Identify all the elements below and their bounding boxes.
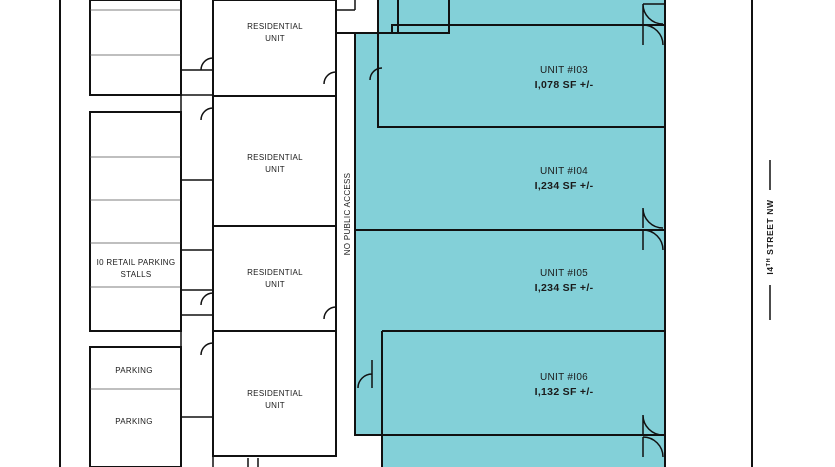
retail-units-fill bbox=[355, 0, 665, 467]
storefront-door bbox=[642, 414, 664, 436]
street-number: I4 bbox=[765, 266, 775, 274]
door-swing bbox=[369, 67, 383, 81]
retail-block bbox=[354, 0, 666, 467]
residential-unit-4 bbox=[212, 330, 337, 457]
retail-parking-label: STALLS bbox=[121, 270, 152, 279]
storefront-door bbox=[642, 3, 665, 25]
parking-block-retail bbox=[89, 111, 182, 332]
retail-unit-name: UNIT #I05 bbox=[540, 268, 588, 279]
residential-unit-label: RESIDENTIAL bbox=[247, 153, 303, 162]
door-swing bbox=[200, 96, 214, 121]
residential-unit-label: UNIT bbox=[265, 401, 285, 410]
retail-labels: UNIT #I03 I,078 SF +/- UNIT #I04 I,234 S… bbox=[535, 65, 594, 398]
storefront-door bbox=[642, 229, 664, 251]
door-swing bbox=[357, 360, 373, 389]
retail-unit-name: UNIT #I03 bbox=[540, 65, 588, 76]
storefront-door bbox=[642, 24, 664, 46]
parking-block-top bbox=[89, 0, 182, 96]
retail-unit-area: I,078 SF +/- bbox=[535, 79, 594, 91]
street-name: STREET NW bbox=[765, 199, 775, 258]
parking-block-bottom bbox=[89, 346, 182, 467]
residential-unit-label: RESIDENTIAL bbox=[247, 389, 303, 398]
door-swing bbox=[323, 71, 337, 96]
street-superscript: TH bbox=[766, 258, 772, 267]
residential-unit-label: RESIDENTIAL bbox=[247, 268, 303, 277]
retail-unit-name: UNIT #I06 bbox=[540, 372, 588, 383]
door-swing bbox=[200, 331, 214, 356]
residential-unit-3 bbox=[212, 225, 337, 332]
residential-wing bbox=[200, 0, 337, 467]
parking-labels: I0 RETAIL PARKING STALLS PARKING PARKING bbox=[97, 258, 176, 426]
storefront-door bbox=[642, 436, 664, 458]
parking-stall-label: PARKING bbox=[115, 366, 153, 375]
door-swing bbox=[200, 281, 214, 306]
residential-unit-label: UNIT bbox=[265, 165, 285, 174]
retail-unit-name: UNIT #I04 bbox=[540, 166, 588, 177]
residential-unit-1 bbox=[212, 0, 337, 97]
parking-stall-label: PARKING bbox=[115, 417, 153, 426]
street-label: I4TH STREET NW bbox=[765, 199, 775, 275]
retail-unit-area: I,234 SF +/- bbox=[535, 180, 594, 192]
residential-unit-label: UNIT bbox=[265, 280, 285, 289]
storefront-door bbox=[642, 207, 664, 229]
residential-unit-label: UNIT bbox=[265, 34, 285, 43]
retail-unit-area: I,234 SF +/- bbox=[535, 282, 594, 294]
door-swing bbox=[200, 57, 214, 82]
residential-unit-label: RESIDENTIAL bbox=[247, 22, 303, 31]
retail-parking-label: I0 RETAIL PARKING bbox=[97, 258, 176, 267]
retail-unit-area: I,132 SF +/- bbox=[535, 386, 594, 398]
door-swing bbox=[323, 306, 337, 331]
corridor-label: NO PUBLIC ACCESS bbox=[343, 173, 352, 256]
residential-labels: RESIDENTIAL UNIT RESIDENTIAL UNIT RESIDE… bbox=[247, 22, 303, 410]
parking-area bbox=[89, 0, 214, 467]
